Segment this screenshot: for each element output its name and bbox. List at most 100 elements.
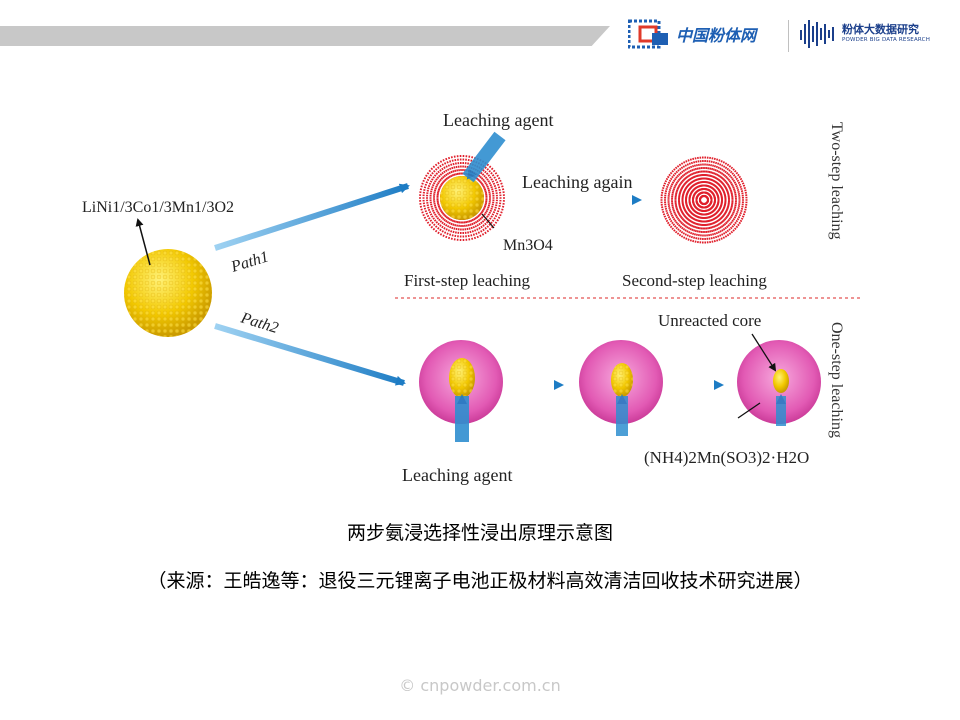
mn3o4-spike (706, 196, 748, 201)
mn3o4-spike (479, 176, 502, 190)
mn3o4-spike (660, 199, 702, 204)
mn3o4-spike (481, 198, 506, 202)
mn3o4-spike (425, 209, 447, 225)
mn3o4-spike (450, 155, 458, 179)
leaching-diagram: LiNi1/3Co1/3Mn1/3O2 Path1 Path2 Leaching… (82, 110, 862, 485)
leaching-agent-top-label: Leaching agent (443, 110, 553, 130)
mn3o4-spike (436, 214, 452, 235)
mn3o4-spike (701, 155, 705, 198)
mn3o4-spike (453, 217, 460, 242)
mn3o4-spike (425, 171, 447, 187)
mn3o4-spike (418, 199, 443, 205)
mn3o4-spike (703, 202, 709, 244)
mn3o4-spike (479, 179, 503, 191)
mn3o4-spike (444, 156, 456, 180)
path1-arrow (214, 183, 410, 251)
unreacted-core-pointer (751, 333, 777, 372)
mn3o4-spike (420, 204, 444, 214)
mn3o4-spike (419, 202, 443, 211)
cnpowder-logo: 中国粉体网 (628, 16, 756, 52)
particle-label: LiNi1/3Co1/3Mn1/3O2 (82, 199, 234, 216)
mn3o4-spike (447, 216, 457, 241)
mn3o4-spike (421, 205, 445, 217)
mn3o4-spike (450, 217, 458, 241)
watermark: © cnpowder.com.cn (399, 676, 561, 695)
mn3o4-spike (660, 196, 702, 201)
particle-pointer (135, 218, 151, 266)
mn3o4-spike (468, 216, 480, 240)
mn3o4-spike (424, 174, 446, 189)
mn3o4-spike (418, 198, 443, 202)
header-bar (0, 26, 610, 46)
mn3o4-spike (481, 185, 505, 194)
mn3o4-spike (706, 199, 748, 204)
cnpowder-logo-text: 中国粉体网 (676, 26, 757, 45)
mn3o4-spike (474, 164, 493, 184)
second-step-label: Second-step leaching (622, 271, 767, 290)
mn3o4-spike (481, 199, 506, 205)
leaching-agent-top-arrow (462, 131, 506, 183)
ncm-particle (124, 249, 212, 337)
mn3o4-spike (479, 206, 502, 220)
path1-label: Path1 (228, 248, 270, 276)
mn3o4-spike (418, 194, 443, 198)
mn3o4-spike (441, 215, 454, 238)
mn3o4-spike (436, 161, 452, 182)
mn3o4-spike (447, 155, 457, 180)
figure-caption-source: （来源：王皓逸等：退役三元锂离子电池正极材料高效清洁回收技术研究进展） (147, 570, 813, 592)
mn3o4-spike (429, 211, 449, 230)
mn3o4-spike (459, 217, 463, 243)
mn3o4-spike (422, 206, 445, 220)
mn3o4-spike (431, 212, 450, 232)
mn3o4-spike (481, 194, 506, 198)
mn3o4-spike (463, 217, 468, 242)
mn3o4-label: Mn3O4 (503, 237, 553, 254)
mn3o4-spike (427, 210, 448, 227)
one-step-particle-2 (579, 340, 663, 424)
mn3o4-spike (470, 215, 483, 238)
mn3o4-spike (480, 182, 504, 192)
mn3o4-spike (472, 214, 488, 235)
mn3o4-spike (434, 162, 451, 183)
mn3o4-spike (429, 166, 449, 185)
mn3o4-spike (477, 209, 499, 225)
mn3o4-spike (471, 214, 485, 237)
mn3o4-spike (478, 174, 500, 189)
mn3o4-shell (418, 153, 506, 243)
mn3o4-spike (475, 166, 495, 185)
logo-divider (788, 20, 789, 52)
mn3o4-spike (441, 158, 454, 181)
mn3o4-spike (481, 191, 506, 197)
mn3o4-spike (475, 211, 495, 230)
product-label: (NH4)2Mn(SO3)2·H2O (644, 448, 809, 467)
mn3o4-spike (420, 182, 444, 192)
mn3o4-spike (473, 213, 490, 234)
mn3o4-spike (418, 188, 443, 195)
mn3o4-spike (703, 202, 707, 245)
cnpowder-logo-icon (628, 19, 668, 49)
one-step-particle-1 (419, 340, 503, 424)
mn3o4-spike (456, 217, 461, 242)
mn3o4-spike (703, 155, 707, 198)
mn3o4-spike (703, 156, 709, 198)
mn3o4-spike (456, 154, 461, 179)
bigdata-logo-icon (800, 20, 834, 48)
mn3o4-spike (418, 201, 443, 208)
mn3o4-spike (474, 212, 493, 232)
mn3o4-spike (459, 153, 463, 179)
mn3o4-spike (699, 156, 705, 198)
first-step-particle (418, 153, 506, 243)
first-step-label: First-step leaching (404, 271, 531, 290)
mn3o4-spike (444, 216, 456, 240)
mn3o4-spike (461, 217, 465, 243)
mn3o4-spike (431, 164, 450, 184)
mn3o4-spike (421, 179, 445, 191)
mn3o4-pointer (481, 213, 495, 229)
mn3o4-spike (439, 214, 453, 237)
bigdata-logo-en: POWDER BIG DATA RESEARCH (842, 37, 931, 44)
leaching-again-label: Leaching again (522, 172, 632, 192)
path2-arrow (214, 323, 406, 386)
second-step-particle (660, 155, 748, 245)
mn3o4-spike (418, 191, 443, 197)
product-pointer (737, 402, 761, 419)
